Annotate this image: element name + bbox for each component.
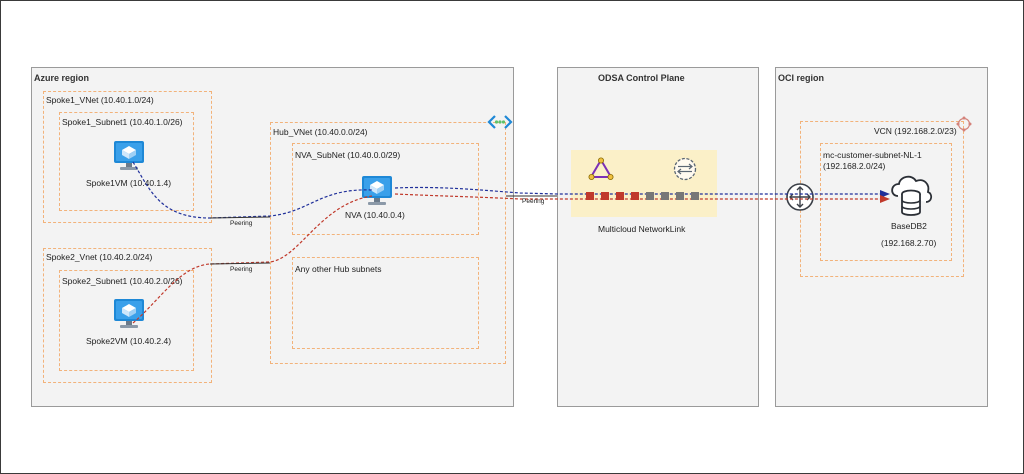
peering-line-1 <box>209 216 271 219</box>
spoke2-subnet-label: Spoke2_Subnet1 (10.40.2.0/26) <box>62 276 183 286</box>
spoke2-vnet-label: Spoke2_Vnet (10.40.2.0/24) <box>46 252 153 262</box>
nva-subnet-box <box>292 143 479 235</box>
link-block <box>631 192 639 200</box>
spoke2-vnet-box <box>43 248 212 383</box>
spoke1-subnet-box <box>59 112 194 211</box>
oci-subnet-cidr: (192.168.2.0/24) <box>823 161 886 171</box>
spoke1-vm-label: Spoke1VM (10.40.1.4) <box>86 178 172 188</box>
spoke2-subnet-box <box>59 270 194 371</box>
triangle-network-icon <box>588 157 614 180</box>
link-block <box>601 192 609 200</box>
oci-region <box>775 67 988 407</box>
spoke2-to-nva-path <box>132 195 373 324</box>
networklink-label: Multicloud NetworkLink <box>598 224 686 234</box>
nva-vm-icon <box>362 176 392 205</box>
spoke2-vm-label: Spoke2VM (10.40.2.4) <box>86 336 172 346</box>
link-block <box>661 192 669 200</box>
link-block <box>691 192 699 200</box>
spoke1-to-nva-path <box>132 161 373 219</box>
spoke1-subnet-label: Spoke1_Subnet1 (10.40.1.0/26) <box>62 117 183 127</box>
hub-vnet-box <box>270 122 506 364</box>
oci-subnet-name: mc-customer-subnet-NL-1 <box>823 150 922 160</box>
red-arrowhead <box>880 195 890 203</box>
database-icon <box>891 175 933 216</box>
nva-label: NVA (10.40.0.4) <box>345 210 405 220</box>
peering-line-2 <box>209 262 271 265</box>
odsa-control-plane <box>557 67 759 407</box>
db-ip-label: (192.168.2.70) <box>881 238 937 248</box>
azure-region-title: Azure region <box>34 73 90 83</box>
link-block <box>646 192 654 200</box>
oci-region-title: OCI region <box>778 73 825 83</box>
router-icon <box>786 183 814 211</box>
hub-vnet-label: Hub_VNet (10.40.0.0/24) <box>273 127 368 137</box>
other-subnets-label: Any other Hub subnets <box>295 264 382 274</box>
vnet-icon <box>487 115 513 129</box>
link-block <box>676 192 684 200</box>
interconnect-icon <box>673 157 697 181</box>
link-block <box>616 192 624 200</box>
db-name-label: BaseDB2 <box>891 221 927 231</box>
vcn-cloud-icon <box>956 116 972 132</box>
link-block <box>586 192 594 200</box>
nva-subnet-label: NVA_SubNet (10.40.0.0/29) <box>295 150 401 160</box>
spoke1-vm-icon <box>114 141 144 170</box>
spoke1-vnet-box <box>43 91 212 223</box>
spoke1-vnet-label: Spoke1_VNet (10.40.1.0/24) <box>46 95 154 105</box>
odsa-region-title: ODSA Control Plane <box>598 73 685 83</box>
peering-label-1: Peering <box>230 220 253 227</box>
oci-subnet-box <box>820 143 952 261</box>
spoke2-vm-icon <box>114 299 144 328</box>
nva-to-db-blue-path <box>394 186 880 195</box>
other-subnets-box <box>292 257 479 349</box>
peering-label-2: Peering <box>230 266 253 273</box>
azure-region <box>31 67 514 407</box>
peering-label-3: Peering <box>522 198 545 205</box>
vcn-label: VCN (192.168.2.0/23) <box>874 126 957 136</box>
nva-to-db-red-path <box>394 193 880 200</box>
